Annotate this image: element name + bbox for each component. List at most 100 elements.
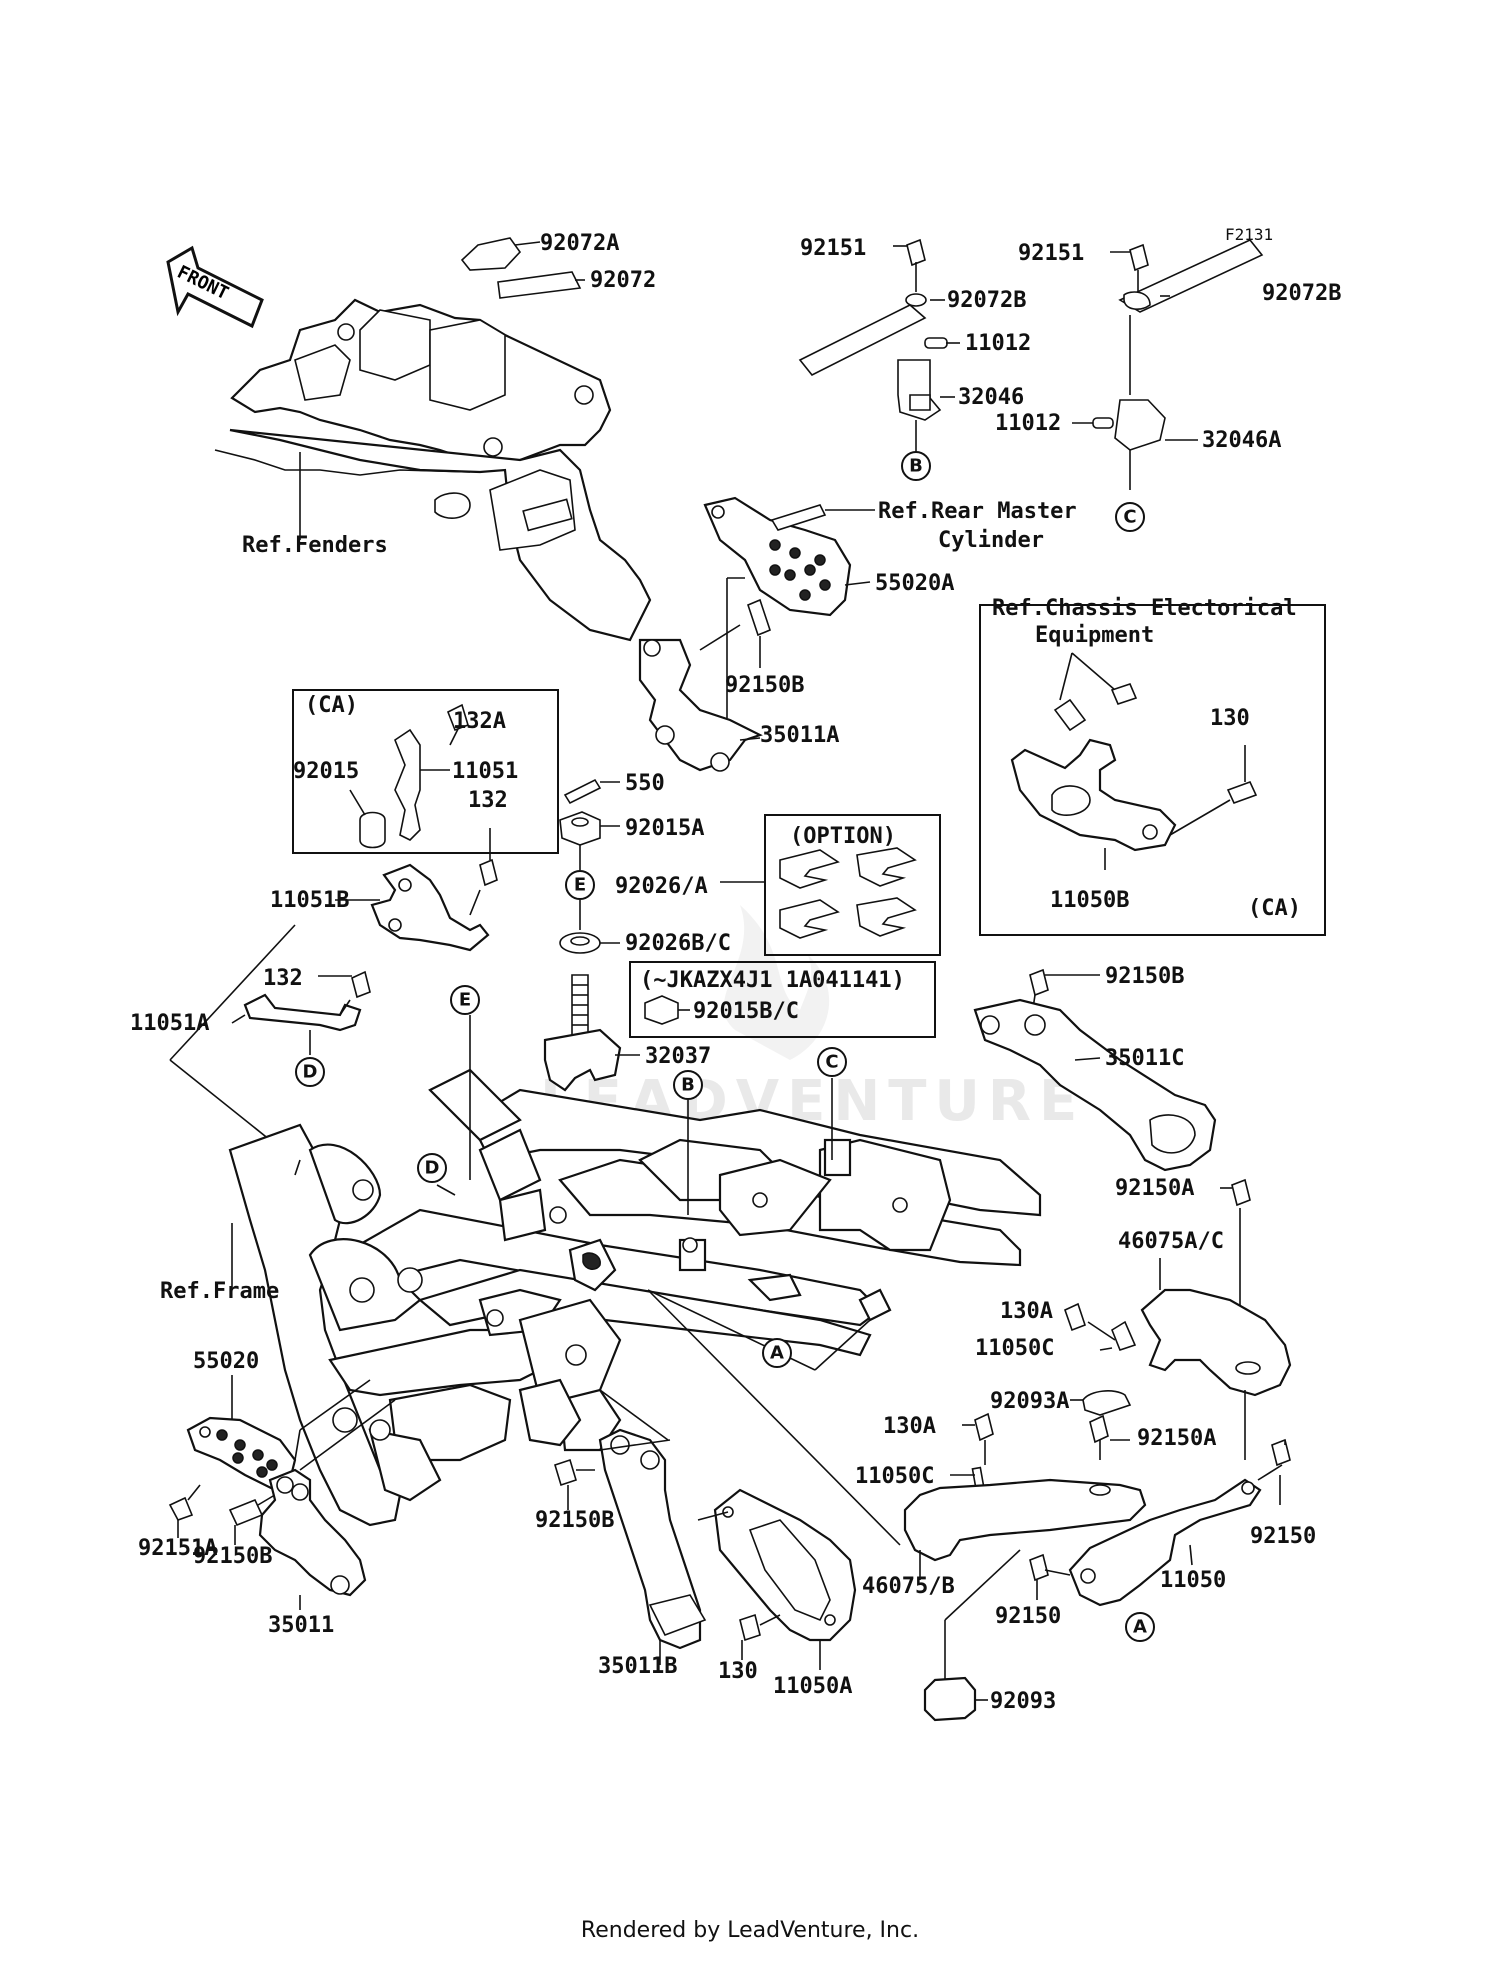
svg-text:E: E <box>574 875 586 896</box>
label-55020a: 55020A <box>875 571 954 596</box>
label-ca-left: (CA) <box>305 693 358 718</box>
label-92150-center: 92150 <box>995 1604 1061 1629</box>
front-arrow-icon: FRONT <box>166 245 264 329</box>
label-32046a: 32046A <box>1202 428 1281 453</box>
left-footpeg-bracket-assembly <box>168 1375 396 1610</box>
label-11050c-lower: 11050C <box>855 1464 934 1489</box>
label-92151-left: 92151 <box>800 236 866 261</box>
label-132-lower: 132 <box>263 966 303 991</box>
label-92015a: 92015A <box>625 816 704 841</box>
callout-d-frame: D <box>417 1153 447 1183</box>
callout-e-frame: E <box>450 985 480 1015</box>
heel-guard-46075b <box>903 1412 1147 1722</box>
label-ref-chassis-1: Ref.Chassis Electorical <box>992 596 1297 621</box>
callout-b-top: B <box>901 451 931 481</box>
label-35011a: 35011A <box>760 723 839 748</box>
bracket-35011c <box>973 968 1217 1172</box>
svg-text:B: B <box>909 456 923 477</box>
label-32046: 32046 <box>958 385 1024 410</box>
label-ref-fenders: Ref.Fenders <box>242 533 388 558</box>
ca-left-parts <box>349 703 469 849</box>
bolt-rear-master <box>770 504 827 531</box>
label-ref-rear-master-2: Cylinder <box>938 528 1044 553</box>
svg-text:D: D <box>425 1158 440 1179</box>
label-92072: 92072 <box>590 268 656 293</box>
nut-92015bc <box>644 995 690 1025</box>
bolt-92150b-upper <box>747 598 771 637</box>
label-92150b-left: 92150B <box>193 1544 272 1569</box>
label-serial-note: (~JKAZX4J1 1A041141) <box>640 968 905 993</box>
bracket-11051a <box>169 924 371 1161</box>
label-130a-upper: 130A <box>1000 1299 1053 1324</box>
strap-92072a <box>460 237 522 271</box>
label-92015: 92015 <box>293 759 359 784</box>
strap-92072 <box>497 271 582 299</box>
callout-c-top: C <box>1115 502 1145 532</box>
callout-a-frame: A <box>762 1338 792 1368</box>
footer-credit: Rendered by LeadVenture, Inc. <box>580 1918 920 1943</box>
label-92151a: 92151A <box>138 1536 217 1561</box>
label-11050b: 11050B <box>1050 888 1129 913</box>
rear-fender-assembly <box>214 237 652 642</box>
label-11050: 11050 <box>1160 1568 1226 1593</box>
svg-text:E: E <box>459 990 471 1011</box>
label-11012-top: 11012 <box>965 331 1031 356</box>
callout-a-right: A <box>1125 1612 1155 1642</box>
label-11051: 11051 <box>452 759 518 784</box>
label-ref-rear-master-1: Ref.Rear Master <box>878 499 1077 524</box>
svg-text:D: D <box>303 1062 318 1083</box>
screw-92151-right <box>1129 243 1149 272</box>
pin-550 <box>563 778 602 805</box>
label-35011b: 35011B <box>598 1654 677 1679</box>
label-11051a: 11051A <box>130 1011 209 1036</box>
label-ca-right: (CA) <box>1248 896 1301 921</box>
label-92150b-upper: 92150B <box>725 673 804 698</box>
label-92015bc: 92015B/C <box>693 999 799 1024</box>
strap-assembly-c <box>1072 239 1264 490</box>
chassis-electrical-box <box>979 604 1326 936</box>
bolt-130-right <box>1226 780 1258 805</box>
svg-text:B: B <box>681 1075 695 1096</box>
bracket-11051b <box>335 828 498 952</box>
label-46075b: 46075/B <box>862 1574 955 1599</box>
label-46075ac: 46075A/C <box>1118 1229 1224 1254</box>
callout-b-frame: B <box>673 1070 703 1100</box>
svg-text:C: C <box>825 1052 838 1073</box>
label-92072b-right: 92072B <box>1262 281 1341 306</box>
label-option: (OPTION) <box>790 824 896 849</box>
label-92072a: 92072A <box>540 231 619 256</box>
nut-92015a <box>559 811 601 846</box>
grommet-92093a <box>1082 1390 1132 1416</box>
serial-note-box <box>629 961 936 1038</box>
label-32037: 32037 <box>645 1044 711 1069</box>
label-11051b: 11051B <box>270 888 349 913</box>
label-92026a: 92026/A <box>615 874 708 899</box>
option-box <box>764 814 941 956</box>
label-132-upper: 132 <box>468 788 508 813</box>
label-550: 550 <box>625 771 665 796</box>
label-35011: 35011 <box>268 1613 334 1638</box>
label-130a-lower: 130A <box>883 1414 936 1439</box>
shim-set <box>720 847 917 939</box>
callout-c-frame: C <box>817 1047 847 1077</box>
label-35011c: 35011C <box>1105 1046 1184 1071</box>
label-92151-right: 92151 <box>1018 241 1084 266</box>
label-92150-right: 92150 <box>1250 1524 1316 1549</box>
label-ref-frame: Ref.Frame <box>160 1279 279 1304</box>
right-footpeg-bracket-assembly <box>638 496 875 772</box>
grommet-92093 <box>923 1676 977 1722</box>
callout-e-mid: E <box>565 870 595 900</box>
watermark-flame-icon <box>723 905 830 1060</box>
screw-92151-left <box>906 238 926 267</box>
plate-11050a <box>697 1488 857 1670</box>
label-92150b-center: 92150B <box>535 1508 614 1533</box>
label-92093a: 92093A <box>990 1389 1069 1414</box>
mount-stack <box>543 778 640 1092</box>
label-92150a-lower: 92150A <box>1137 1426 1216 1451</box>
bracket-11050 <box>1029 1438 1291 1607</box>
label-92093: 92093 <box>990 1689 1056 1714</box>
label-11050a: 11050A <box>773 1674 852 1699</box>
label-11050c-upper: 11050C <box>975 1336 1054 1361</box>
label-92150a-top: 92150A <box>1115 1176 1194 1201</box>
